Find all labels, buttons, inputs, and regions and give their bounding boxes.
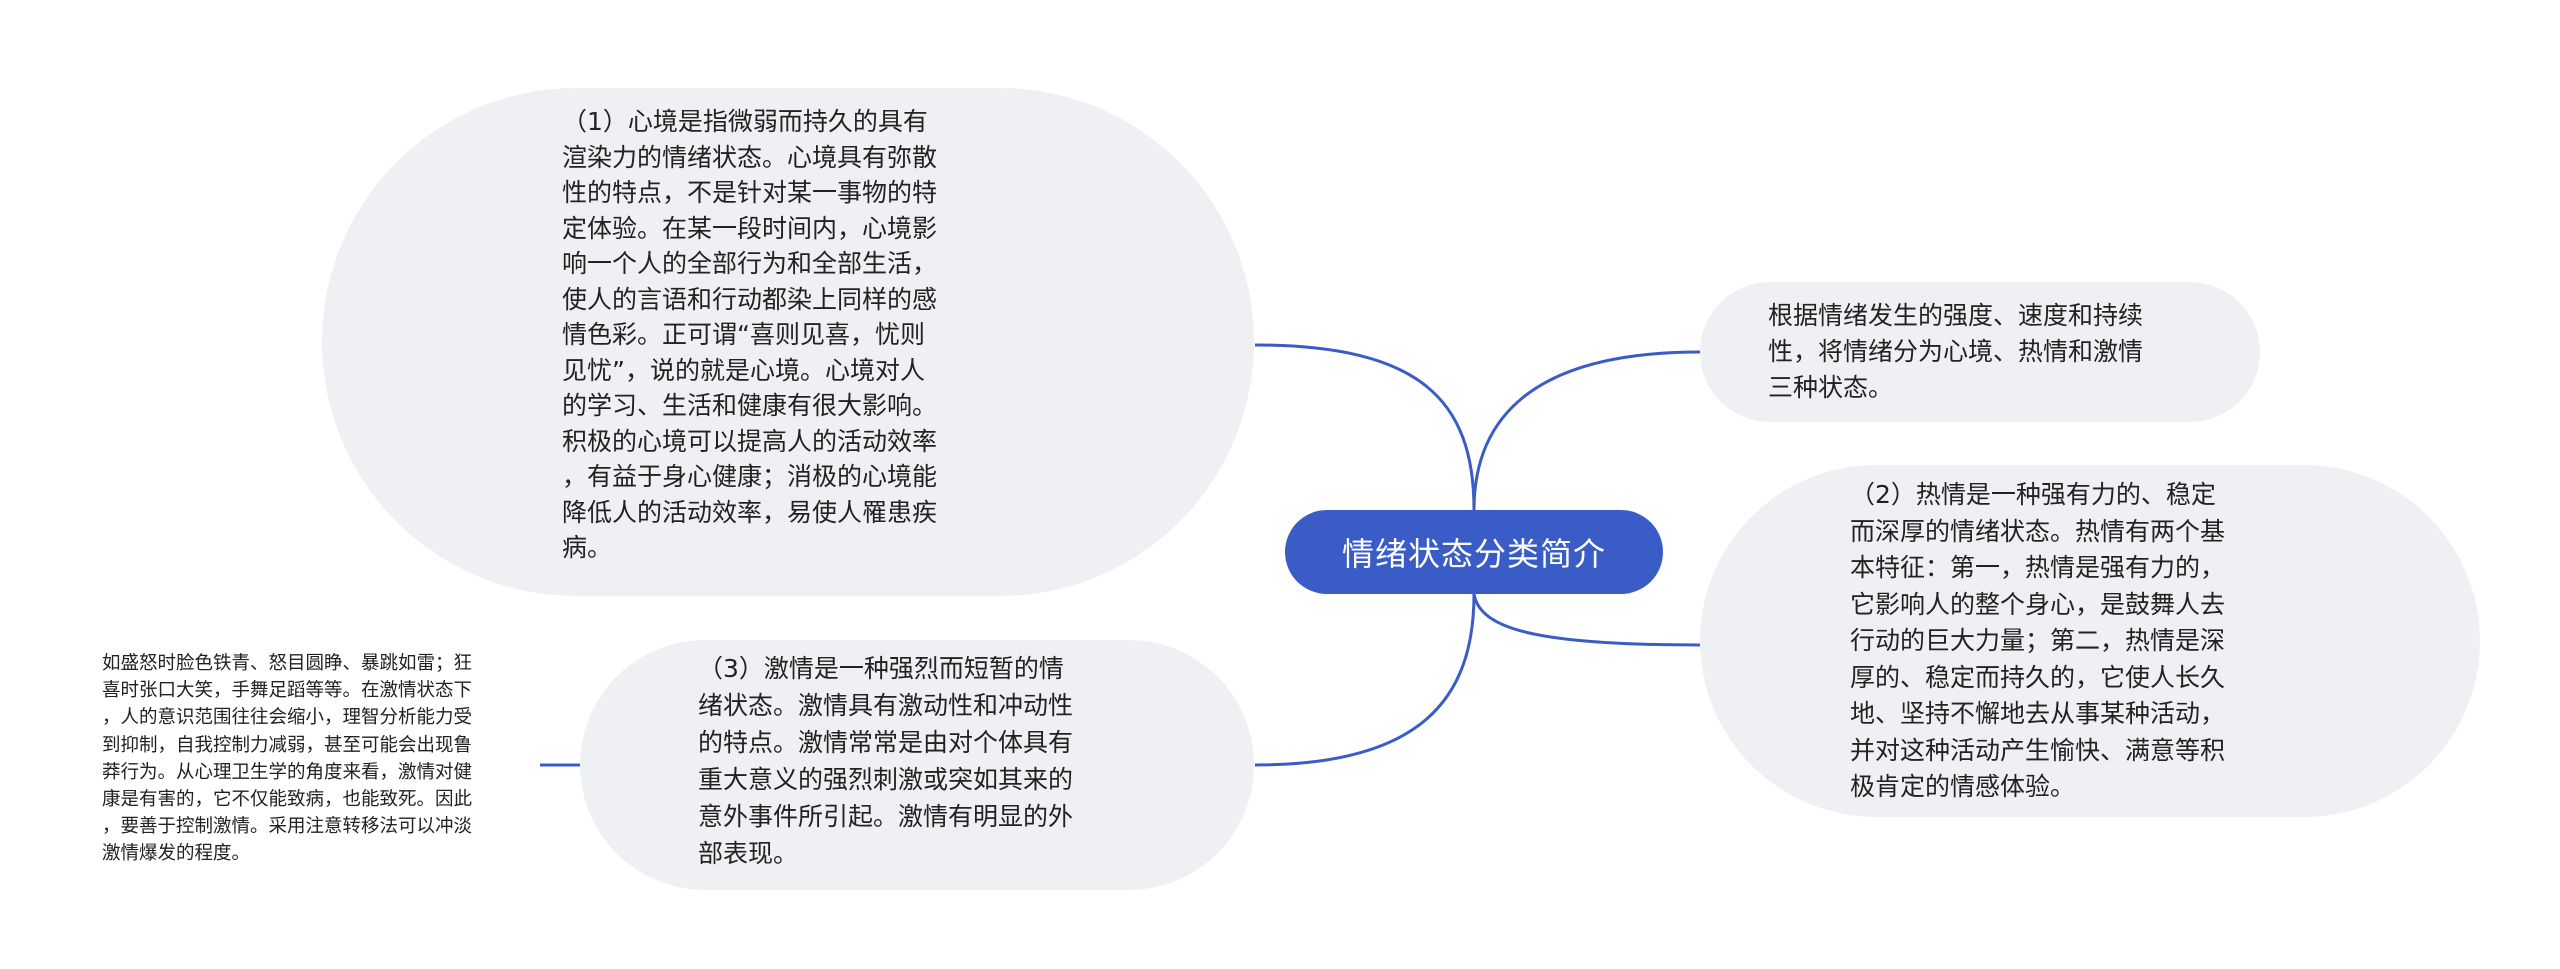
root-label: 情绪状态分类简介 xyxy=(1341,535,1606,573)
connector-root-to-intro xyxy=(1472,350,1701,511)
intro-bubble[interactable]: 根据情绪发生的强度、速度和持续 性，将情绪分为心境、热情和激情 三种状态。 xyxy=(1700,282,2260,422)
mood-bubble[interactable]: （1）心境是指微弱而持久的具有 渲染力的情绪状态。心境具有弥散 性的特点，不是针… xyxy=(322,88,1254,596)
connector-root-to-affect xyxy=(1254,593,1476,767)
intro-text: 根据情绪发生的强度、速度和持续 性，将情绪分为心境、热情和激情 三种状态。 xyxy=(1768,301,2144,402)
connector-root-to-passion xyxy=(1472,593,1701,647)
affect-detail-text: 如盛怒时脸色铁青、怒目圆睁、暴跳如雷；狂 喜时张口大笑，手舞足蹈等等。在激情状态… xyxy=(102,653,473,865)
mood-text: （1）心境是指微弱而持久的具有 渲染力的情绪状态。心境具有弥散 性的特点，不是针… xyxy=(562,107,938,562)
passion-text: （2）热情是一种强有力的、稳定 而深厚的情绪状态。热情有两个基 本特征：第一，热… xyxy=(1850,480,2226,801)
connector-root-to-mood xyxy=(1254,343,1476,511)
passion-bubble[interactable]: （2）热情是一种强有力的、稳定 而深厚的情绪状态。热情有两个基 本特征：第一，热… xyxy=(1700,465,2480,817)
affect-bubble[interactable]: （3）激情是一种强烈而短暂的情 绪状态。激情具有激动性和冲动性 的特点。激情常常… xyxy=(580,640,1254,890)
root-node[interactable]: 情绪状态分类简介 xyxy=(1285,510,1663,594)
affect-text: （3）激情是一种强烈而短暂的情 绪状态。激情具有激动性和冲动性 的特点。激情常常… xyxy=(698,654,1074,868)
